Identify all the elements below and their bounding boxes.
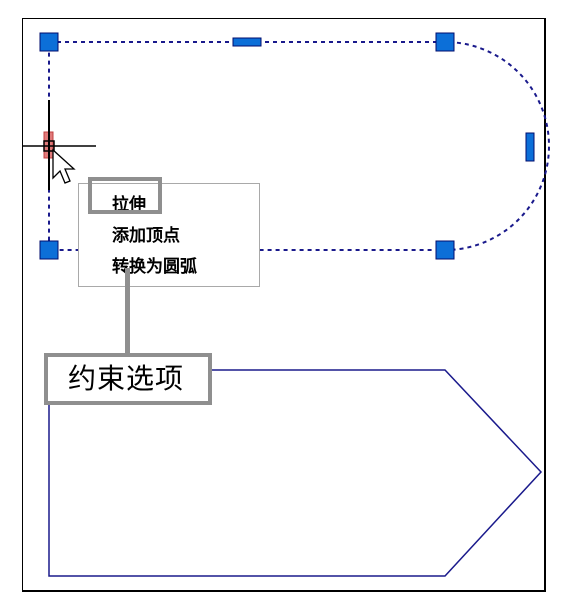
menu-item-highlight-box xyxy=(88,177,162,214)
menu-item-convert-to-arc[interactable]: 转换为圆弧 xyxy=(112,257,197,277)
vertex-grip-top-left[interactable] xyxy=(39,32,59,52)
drawing-viewport[interactable] xyxy=(22,18,546,592)
menu-item-add-vertex[interactable]: 添加顶点 xyxy=(112,226,180,246)
callout-leader-line xyxy=(125,268,130,354)
callout-label: 约束选项 xyxy=(44,353,212,405)
vertex-grip-bottom-right[interactable] xyxy=(435,240,455,260)
midpoint-grip-top[interactable] xyxy=(232,37,262,47)
midpoint-grip-arc[interactable] xyxy=(525,132,535,162)
vertex-grip-bottom-left[interactable] xyxy=(39,240,59,260)
selected-polyline[interactable] xyxy=(48,41,550,251)
vertex-grip-top-right[interactable] xyxy=(435,32,455,52)
polyline-shape[interactable] xyxy=(48,369,543,577)
arrow-cursor-icon xyxy=(52,148,76,184)
crosshair-icon xyxy=(22,100,96,190)
